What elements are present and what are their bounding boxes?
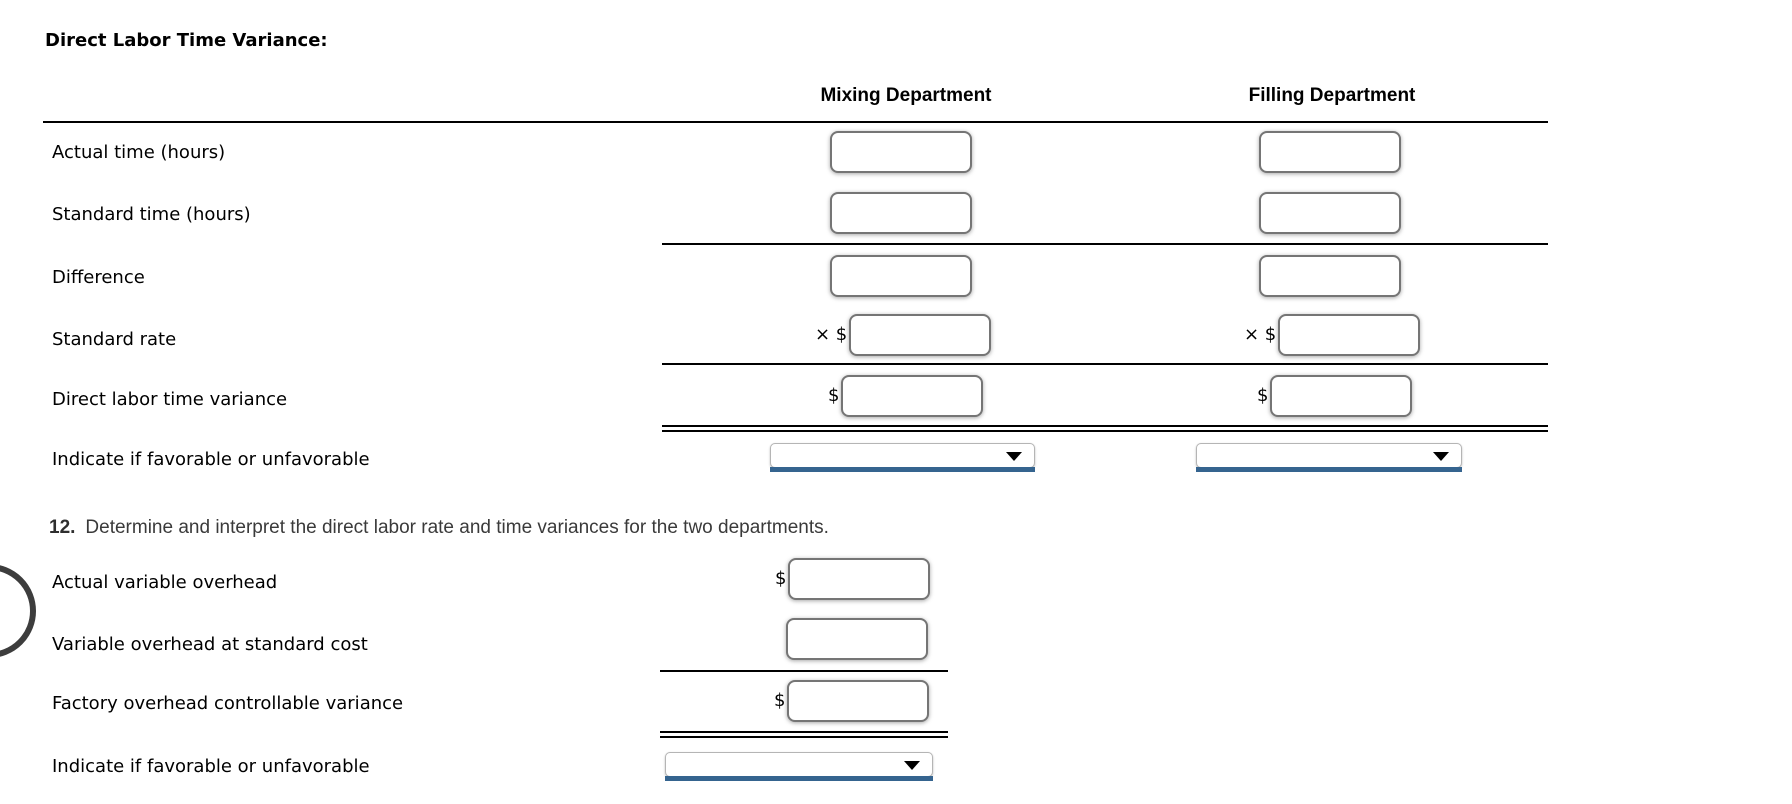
dropdown-caret-icon	[904, 761, 920, 770]
section-title: Direct Labor Time Variance:	[45, 30, 328, 51]
double-rule-bottom	[662, 430, 1548, 432]
partial-circle-decoration	[0, 564, 36, 658]
input-standard-rate-filling[interactable]	[1278, 314, 1421, 356]
input-difference-filling[interactable]	[1259, 255, 1401, 297]
input-standard-time-filling[interactable]	[1259, 192, 1401, 234]
input-actual-variable-overhead[interactable]	[788, 558, 931, 600]
input-actual-time-mixing[interactable]	[830, 131, 972, 173]
favorable-select-filling[interactable]	[1196, 443, 1462, 472]
select-underline	[770, 467, 1035, 472]
input-time-variance-mixing[interactable]	[841, 375, 984, 417]
subtotal-rule-2	[662, 363, 1548, 365]
input-standard-time-mixing[interactable]	[830, 192, 972, 234]
input-controllable-variance[interactable]	[787, 680, 930, 722]
column-header-mixing: Mixing Department	[820, 85, 992, 106]
row-label-actual-time: Actual time (hours)	[52, 142, 226, 163]
select-underline	[665, 776, 933, 781]
row-label-variable-overhead-standard: Variable overhead at standard cost	[52, 634, 368, 655]
select-underline	[1196, 467, 1462, 472]
double-rule-top	[662, 425, 1548, 427]
question-number: 12.	[49, 517, 76, 538]
multiply-dollar-prefix: × $	[1244, 324, 1277, 345]
dollar-prefix: $	[1257, 385, 1269, 406]
column-header-filling: Filling Department	[1248, 85, 1416, 106]
row-label-indicate-favorable: Indicate if favorable or unfavorable	[52, 449, 370, 470]
row-label-controllable-variance: Factory overhead controllable variance	[52, 693, 404, 714]
dollar-prefix: $	[774, 690, 786, 711]
input-time-variance-filling[interactable]	[1270, 375, 1413, 417]
row-label-actual-variable-overhead: Actual variable overhead	[52, 572, 278, 593]
double-rule-2-bottom	[660, 736, 948, 738]
question-text: Determine and interpret the direct labor…	[85, 517, 829, 538]
input-variable-overhead-standard[interactable]	[786, 618, 928, 660]
multiply-dollar-prefix: × $	[815, 324, 848, 345]
dollar-prefix: $	[775, 568, 787, 589]
row-label-indicate-favorable-2: Indicate if favorable or unfavorable	[52, 756, 370, 777]
header-rule	[43, 121, 1548, 123]
favorable-select-mixing[interactable]	[770, 443, 1035, 472]
subtotal-rule-3	[660, 670, 948, 672]
row-label-standard-time: Standard time (hours)	[52, 204, 251, 225]
input-standard-rate-mixing[interactable]	[849, 314, 992, 356]
input-difference-mixing[interactable]	[830, 255, 972, 297]
dropdown-caret-icon	[1006, 452, 1022, 461]
dollar-prefix: $	[828, 385, 840, 406]
row-label-difference: Difference	[52, 267, 145, 288]
row-label-time-variance: Direct labor time variance	[52, 389, 288, 410]
favorable-select-overhead[interactable]	[665, 752, 933, 781]
subtotal-rule-1	[662, 243, 1548, 245]
double-rule-2-top	[660, 731, 948, 733]
row-label-standard-rate: Standard rate	[52, 329, 177, 350]
dropdown-caret-icon	[1433, 452, 1449, 461]
input-actual-time-filling[interactable]	[1259, 131, 1401, 173]
question-12: 12. Determine and interpret the direct la…	[49, 514, 829, 541]
